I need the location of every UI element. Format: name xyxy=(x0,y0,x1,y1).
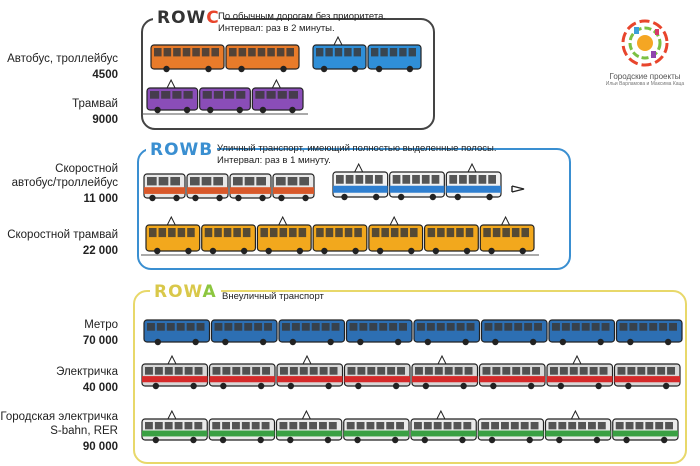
mode-bus: Автобус, троллейбус 4500 xyxy=(7,52,118,82)
brand-logo xyxy=(621,19,669,67)
mode-electrichka: Электричка 40 000 xyxy=(56,365,118,395)
mode-lrt-label: Скоростной трамвай xyxy=(7,229,118,241)
row-b-note: Уличный транспорт, имеющий полностью выд… xyxy=(217,143,496,167)
row-b-note-line1: Уличный транспорт, имеющий полностью выд… xyxy=(217,143,497,154)
mode-metro: Метро 70 000 xyxy=(83,318,118,348)
mode-tram: Трамвай 9000 xyxy=(72,97,118,127)
mode-lrt: Скоростной трамвай 22 000 xyxy=(7,228,118,258)
row-c-note-line2: Интервал: раз в 2 минуты. xyxy=(218,23,335,34)
mode-electrichka-label: Электричка xyxy=(56,366,118,378)
row-b-title: ROWB xyxy=(146,140,218,160)
s-bahn-vehicle xyxy=(141,409,679,444)
brand-subtitle: Ильи Варламова и Максима Каца xyxy=(605,81,685,87)
row-c-note-line1: По обычным дорогам без приоритета. xyxy=(218,11,386,22)
row-a-title: ROWA xyxy=(150,282,221,302)
mode-brt-label-1: Скоростной xyxy=(55,163,118,175)
mode-metro-capacity: 70 000 xyxy=(82,335,118,347)
mode-brt-label-2: автобус/троллейбус xyxy=(11,177,118,189)
row-c-frame xyxy=(141,18,435,130)
mode-bus-label: Автобус, троллейбус xyxy=(7,53,118,65)
mode-tram-capacity: 9000 xyxy=(92,114,118,126)
mode-metro-label: Метро xyxy=(84,319,118,331)
mode-bus-capacity: 4500 xyxy=(92,69,118,81)
lrt-vehicle xyxy=(141,215,539,256)
brt-trolley-vehicle xyxy=(332,162,502,201)
row-a-note-line1: Внеуличный транспорт xyxy=(222,291,324,302)
metro-vehicle xyxy=(143,319,683,346)
brand-name: Городские проекты xyxy=(609,72,681,81)
mode-sbahn-label-1: Городская электричка xyxy=(0,411,118,423)
row-c-title: ROWC xyxy=(153,8,224,28)
brand-block: Городские проекты Ильи Варламова и Макси… xyxy=(600,18,690,87)
mode-lrt-capacity: 22 000 xyxy=(82,245,118,257)
row-b-frame xyxy=(137,148,571,270)
direction-arrow-icon xyxy=(511,185,525,193)
row-a-note: Внеуличный транспорт xyxy=(222,291,324,303)
mode-sbahn-label-2: S-bahn, RER xyxy=(50,425,118,437)
mode-tram-label: Трамвай xyxy=(72,98,118,110)
brt-bus-vehicle xyxy=(143,173,315,202)
mode-brt: Скоростной автобус/троллейбус 11 000 xyxy=(12,162,118,206)
mode-brt-capacity: 11 000 xyxy=(83,193,118,205)
mode-sbahn-capacity: 90 000 xyxy=(82,441,118,453)
mode-sbahn: Городская электричка S-bahn, RER 90 000 xyxy=(0,410,118,454)
row-a-frame xyxy=(133,290,687,464)
electrichka-vehicle xyxy=(141,354,681,390)
row-b-note-line2: Интервал: раз в 1 минуту. xyxy=(217,155,331,166)
tram-purple-vehicle xyxy=(142,78,308,115)
trolleybus-blue-vehicle xyxy=(312,35,422,73)
bus-orange-vehicle xyxy=(150,44,300,73)
row-c-note: По обычным дорогам без приоритета. Интер… xyxy=(218,11,386,35)
mode-electrichka-capacity: 40 000 xyxy=(82,382,118,394)
